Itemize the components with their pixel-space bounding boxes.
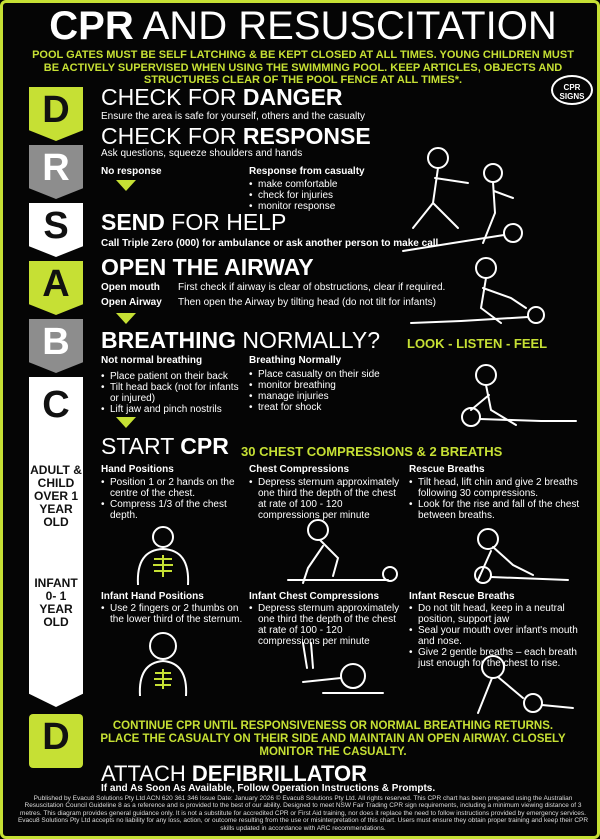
defib-heading: ATTACH DEFIBRILLATOR (101, 761, 368, 786)
list-item: Position 1 or 2 hands on the centre of t… (101, 477, 241, 499)
letter-b: B (29, 319, 83, 373)
breathing-normally-label: Breathing Normally (249, 355, 342, 366)
letter-a: A (29, 261, 83, 315)
list-item: Lift jaw and pinch nostrils (101, 404, 241, 415)
check-response-illustration (402, 147, 523, 252)
list-item: Depress sternum approximately one third … (249, 477, 401, 521)
infant-torso-icon (138, 632, 188, 697)
danger-heading: CHECK FOR DANGER (101, 84, 343, 110)
open-airway-label: Open Airway (101, 297, 162, 308)
breathing-check-illustration (461, 364, 577, 427)
look-listen-feel: LOOK - LISTEN - FEEL (407, 336, 548, 351)
rescue-breaths-label: Rescue Breaths (409, 464, 485, 475)
infant-rescue-breaths-illustration (477, 655, 574, 714)
list-item: Depress sternum approximately one third … (249, 603, 401, 647)
letter-d-defib: D (29, 714, 83, 768)
list-item: check for injuries (249, 190, 389, 201)
compressions-ratio: 30 CHEST COMPRESSIONS & 2 BREATHS (241, 444, 503, 459)
response-yes-list: make comfortable check for injuries moni… (249, 179, 389, 212)
open-mouth-text: First check if airway is clear of obstru… (178, 282, 446, 293)
letter-d: D (29, 87, 83, 141)
drsabcd-strip: D R S A B C ADULT & CHILD OVER 1 YEAR OL… (29, 87, 83, 777)
response-text: Ask questions, squeeze shoulders and han… (101, 148, 303, 159)
infant-age-label: INFANT 0- 1 YEAR OLD (34, 576, 78, 629)
list-item: Tilt head, lift chin and give 2 breaths … (409, 477, 587, 499)
response-heading: CHECK FOR RESPONSE (101, 123, 371, 149)
rescue-breaths-list: Tilt head, lift chin and give 2 breaths … (409, 477, 587, 521)
down-arrow-icon (116, 417, 136, 428)
continue-cpr-note: CONTINUE CPR UNTIL RESPONSIVENESS OR NOR… (100, 720, 566, 758)
hand-positions-label: Hand Positions (101, 464, 174, 475)
pool-warning: POOL GATES MUST BE SELF LATCHING & BE KE… (32, 49, 574, 86)
list-item: Place casualty on their side (249, 369, 399, 380)
infant-chest-compressions-list: Depress sternum approximately one third … (249, 603, 401, 647)
letter-s: S (29, 203, 83, 257)
rescue-breaths-illustration (474, 528, 569, 584)
cpr-signs-logo: CPR SIGNS (551, 75, 593, 105)
compressions-bar (29, 377, 83, 707)
send-heading: SEND FOR HELP (101, 209, 287, 235)
poster-title: CPR AND RESUSCITATION (49, 4, 557, 48)
cpr-heading: START CPR (101, 433, 229, 459)
infant-rescue-breaths-list: Do not tilt head, keep in a neutral posi… (409, 603, 587, 669)
not-breathing-label: Not normal breathing (101, 355, 203, 366)
list-item: Seal your mouth over infant's mouth and … (409, 625, 587, 647)
infant-hand-positions-list: Use 2 fingers or 2 thumbs on the lower t… (101, 603, 243, 625)
list-item: treat for shock (249, 402, 399, 413)
chest-compressions-illustration (287, 519, 398, 584)
list-item: monitor breathing (249, 380, 399, 391)
adult-torso-icon (136, 526, 190, 586)
send-text: Call Triple Zero (000) for ambulance or … (101, 238, 439, 249)
list-item: manage injuries (249, 391, 399, 402)
adult-age-label: ADULT & CHILD OVER 1 YEAR OLD (30, 463, 82, 529)
letter-c: C (42, 384, 70, 426)
list-item: Do not tilt head, keep in a neutral posi… (409, 603, 587, 625)
hand-positions-list: Position 1 or 2 hands on the centre of t… (101, 477, 241, 521)
list-item: Compress 1/3 of the chest depth. (101, 499, 241, 521)
chest-compressions-list: Depress sternum approximately one third … (249, 477, 401, 521)
letter-r: R (29, 145, 83, 199)
list-item: Tilt head back (not for infants or injur… (101, 382, 241, 404)
list-item: Give 2 gentle breaths – each breath just… (409, 647, 587, 669)
danger-text: Ensure the area is safe for yourself, ot… (101, 111, 366, 122)
breathing-normally-list: Place casualty on their side monitor bre… (249, 369, 399, 413)
response-yes-label: Response from casualty (249, 166, 365, 177)
fine-print: Published by Evacu8 Solutions Pty Ltd AC… (17, 795, 589, 832)
open-airway-illustration (410, 257, 545, 324)
infant-hand-positions-label: Infant Hand Positions (101, 591, 204, 602)
airway-heading: OPEN THE AIRWAY (101, 254, 314, 280)
no-response-label: No response (101, 166, 162, 177)
infant-chest-compressions-label: Infant Chest Compressions (249, 591, 380, 602)
down-arrow-icon (116, 180, 136, 191)
infant-rescue-breaths-label: Infant Rescue Breaths (409, 591, 515, 602)
open-mouth-label: Open mouth (101, 282, 160, 293)
open-airway-text: Then open the Airway by tilting head (do… (178, 297, 436, 308)
down-arrow-icon (116, 313, 136, 324)
list-item: Use 2 fingers or 2 thumbs on the lower t… (101, 603, 243, 625)
list-item: Look for the rise and fall of the chest … (409, 499, 587, 521)
chest-compressions-label: Chest Compressions (249, 464, 350, 475)
defib-text: If and As Soon As Available, Follow Oper… (101, 783, 436, 794)
list-item: monitor response (249, 201, 389, 212)
breathing-heading: BREATHING NORMALLY? (101, 327, 381, 353)
list-item: make comfortable (249, 179, 389, 190)
list-item: Place patient on their back (101, 371, 241, 382)
infant-compressions-illustration (302, 642, 384, 694)
not-breathing-list: Place patient on their back Tilt head ba… (101, 371, 241, 415)
